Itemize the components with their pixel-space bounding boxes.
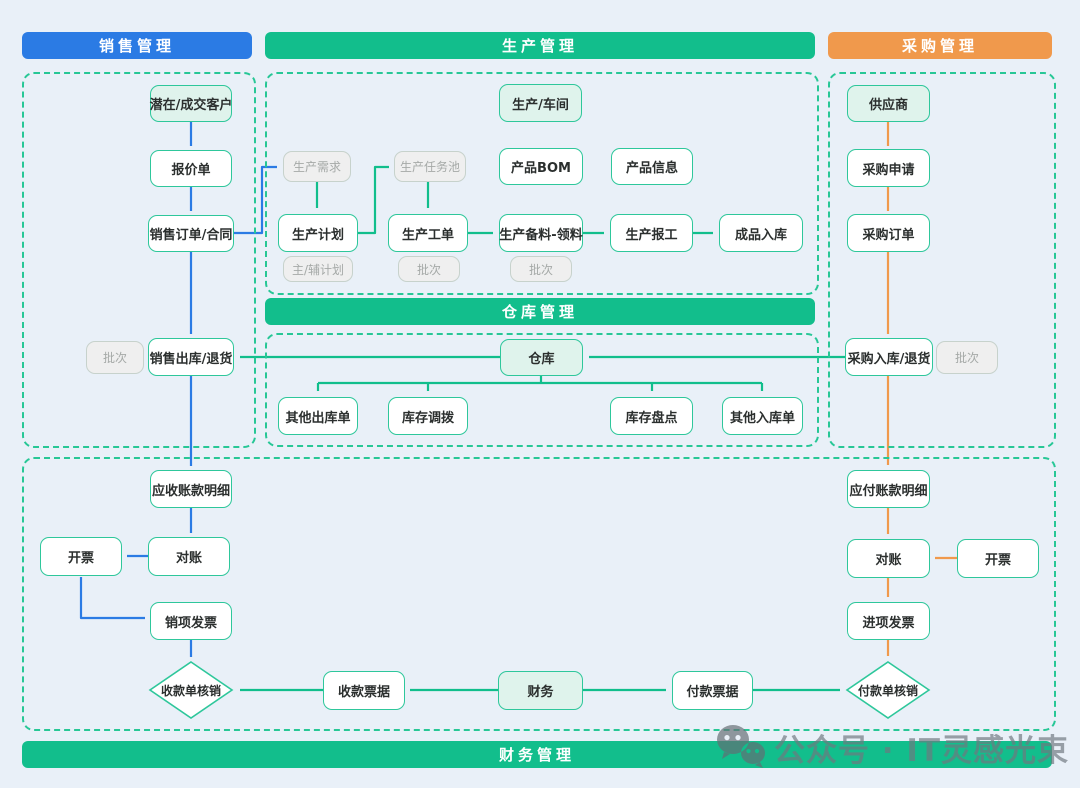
purchase-zone bbox=[828, 72, 1056, 448]
node-prod-plan: 生产计划 bbox=[278, 214, 358, 252]
node-purchase-in: 采购入库/退货 bbox=[845, 338, 933, 376]
finance-zone bbox=[22, 457, 1056, 731]
sales-zone bbox=[22, 72, 256, 448]
node-prod-order: 生产工单 bbox=[388, 214, 468, 252]
wechat-icon bbox=[716, 725, 765, 768]
node-ap-reconcile: 对账 bbox=[847, 539, 930, 578]
section-bar-warehouse: 仓库管理 bbox=[265, 298, 815, 325]
diamond-label: 付款单核销 bbox=[857, 683, 918, 698]
section-bar-purchase: 采购管理 bbox=[828, 32, 1052, 59]
node-ar-detail: 应收账款明细 bbox=[150, 470, 232, 508]
diamond-label: 收款单核销 bbox=[160, 683, 221, 698]
node-finance-dept: 财务 bbox=[498, 671, 583, 710]
node-stock-check: 库存盘点 bbox=[610, 397, 693, 435]
node-workshop: 生产/车间 bbox=[499, 84, 582, 122]
node-sales-batch: 批次 bbox=[86, 341, 144, 374]
node-prod-material: 生产备料-领料 bbox=[499, 214, 583, 252]
node-other-in: 其他入库单 bbox=[722, 397, 803, 435]
node-purchase-invoice: 进项发票 bbox=[847, 602, 930, 640]
watermark: 公众号 · IT灵感光束 bbox=[716, 724, 1069, 770]
node-prod-report: 生产报工 bbox=[610, 214, 693, 252]
node-customer: 潜在/成交客户 bbox=[150, 85, 232, 122]
watermark-text: 公众号 · IT灵感光束 bbox=[774, 732, 1070, 769]
node-quotation: 报价单 bbox=[150, 150, 232, 187]
section-bar-sales: 销售管理 bbox=[22, 32, 252, 59]
node-ap-detail: 应付账款明细 bbox=[847, 470, 930, 508]
node-payment-bill: 付款票据 bbox=[672, 671, 753, 710]
node-supplier: 供应商 bbox=[847, 85, 930, 122]
node-purchase-order: 采购订单 bbox=[847, 214, 930, 252]
node-other-out: 其他出库单 bbox=[278, 397, 358, 435]
node-sales-invoice: 销项发票 bbox=[150, 602, 232, 640]
node-ap-invoice: 开票 bbox=[957, 539, 1039, 578]
node-receipt-writeoff: 收款单核销 bbox=[148, 660, 234, 720]
node-stock-transfer: 库存调拨 bbox=[388, 397, 468, 435]
node-prod-demand: 生产需求 bbox=[283, 151, 351, 182]
node-material-batch: 批次 bbox=[510, 256, 572, 282]
node-product-bom: 产品BOM bbox=[499, 148, 583, 185]
node-purchase-request: 采购申请 bbox=[847, 149, 930, 187]
section-bar-production: 生产管理 bbox=[265, 32, 815, 59]
warehouse-zone bbox=[265, 333, 819, 447]
node-ar-reconcile: 对账 bbox=[148, 537, 230, 576]
node-prod-task-pool: 生产任务池 bbox=[394, 151, 466, 182]
node-warehouse: 仓库 bbox=[500, 339, 583, 376]
node-sales-out: 销售出库/退货 bbox=[148, 338, 234, 376]
node-payment-writeoff: 付款单核销 bbox=[845, 660, 931, 720]
section-bar-finance: 财务管理 bbox=[22, 741, 1052, 768]
node-order-batch: 批次 bbox=[398, 256, 460, 282]
node-finished-in: 成品入库 bbox=[719, 214, 803, 252]
node-main-aux-plan: 主/辅计划 bbox=[283, 256, 353, 282]
node-sales-order: 销售订单/合同 bbox=[148, 215, 234, 252]
node-product-info: 产品信息 bbox=[611, 148, 693, 185]
node-receipt-bill: 收款票据 bbox=[323, 671, 405, 710]
node-ar-invoice: 开票 bbox=[40, 537, 122, 576]
node-purchase-batch: 批次 bbox=[936, 341, 998, 374]
